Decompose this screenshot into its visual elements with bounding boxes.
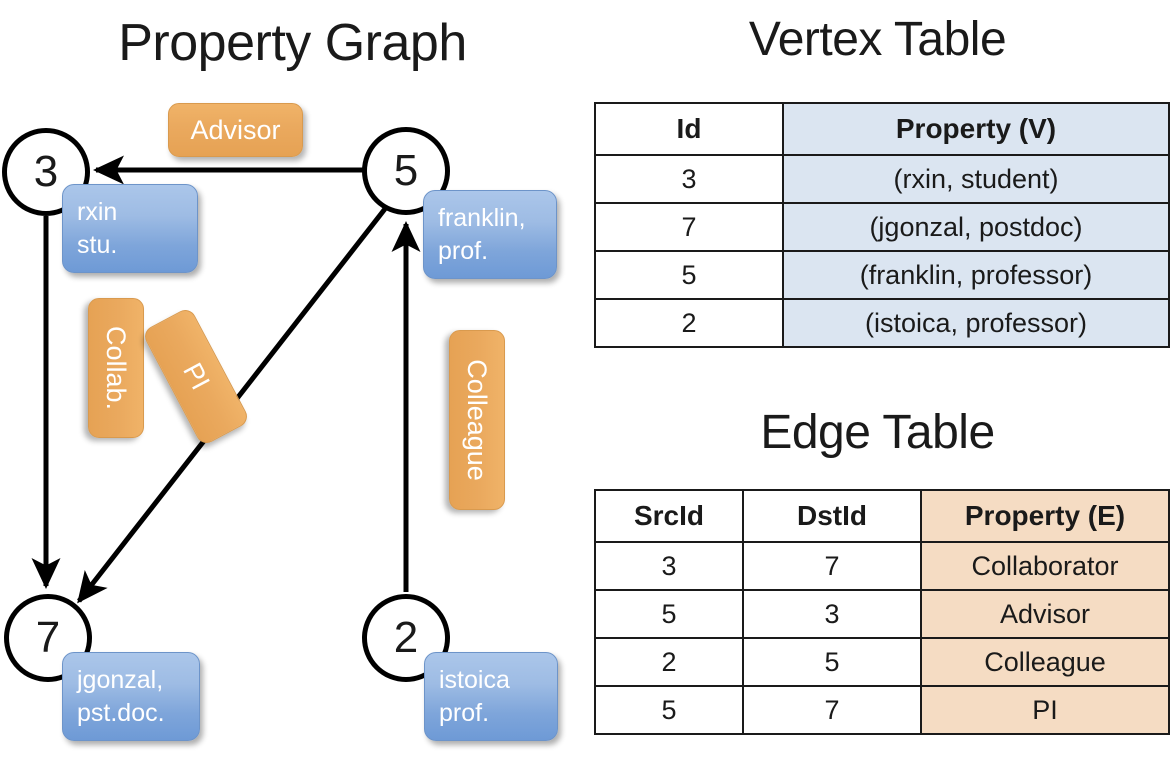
edge-label-colleague-text: Colleague: [462, 359, 493, 481]
graph-node-5-label: 5: [393, 146, 419, 195]
edge-table: SrcId DstId Property (E) 3 7 Collaborato…: [594, 489, 1170, 735]
table-row: 5 3 Advisor: [594, 589, 1170, 639]
vertex-row-2-id: 5: [594, 250, 784, 300]
node-property-rxin-line2: stu.: [77, 231, 118, 259]
edge-row-0-property: Collaborator: [920, 541, 1170, 591]
vertex-table-header-property: Property (V): [782, 102, 1170, 156]
edge-table-header-row: SrcId DstId Property (E): [594, 489, 1170, 543]
table-row: 3 (rxin, student): [594, 154, 1170, 204]
edge-row-0-dst: 7: [742, 541, 922, 591]
node-property-istoica-line2: prof.: [439, 699, 490, 727]
table-row: 3 7 Collaborator: [594, 541, 1170, 591]
graph-node-2[interactable]: 2: [362, 594, 450, 682]
edge-table-header-dstid: DstId: [742, 489, 922, 543]
edge-table-header-srcid: SrcId: [594, 489, 744, 543]
edge-row-2-dst: 5: [742, 637, 922, 687]
edge-label-colleague: Colleague: [449, 330, 505, 510]
vertex-row-1-property: (jgonzal, postdoc): [782, 202, 1170, 252]
vertex-row-1-id: 7: [594, 202, 784, 252]
vertex-row-3-id: 2: [594, 298, 784, 348]
table-row: 7 (jgonzal, postdoc): [594, 202, 1170, 252]
node-property-box-rxin: rxin stu.: [62, 184, 198, 273]
graph-node-7-label: 7: [35, 613, 61, 662]
graph-node-5[interactable]: 5: [362, 127, 450, 215]
graph-node-3-label: 3: [33, 147, 59, 196]
node-property-box-franklin: franklin, prof.: [423, 190, 557, 279]
node-property-jgonzal-line1: jgonzal,: [77, 666, 164, 694]
edge-row-3-dst: 7: [742, 685, 922, 735]
page-title-property-graph: Property Graph: [118, 14, 467, 72]
edge-row-1-dst: 3: [742, 589, 922, 639]
edge-row-2-property: Colleague: [920, 637, 1170, 687]
edge-row-3-property: PI: [920, 685, 1170, 735]
node-property-franklin-line2: prof.: [438, 237, 489, 265]
node-property-franklin-line1: franklin,: [438, 204, 526, 232]
node-property-rxin-line1: rxin: [77, 198, 118, 226]
vertex-table-header-id: Id: [594, 102, 784, 156]
vertex-row-0-property: (rxin, student): [782, 154, 1170, 204]
edge-row-1-src: 5: [594, 589, 744, 639]
edge-label-pi-text: PI: [177, 357, 216, 395]
table-row: 5 (franklin, professor): [594, 250, 1170, 300]
page-title-vertex-table: Vertex Table: [748, 13, 1007, 66]
edge-label-advisor: Advisor: [168, 103, 303, 157]
table-row: 2 (istoica, professor): [594, 298, 1170, 348]
node-property-box-istoica: istoica prof.: [424, 652, 558, 741]
table-row: 5 7 PI: [594, 685, 1170, 735]
vertex-table: Id Property (V) 3 (rxin, student) 7 (jgo…: [594, 102, 1170, 348]
edge-row-1-property: Advisor: [920, 589, 1170, 639]
property-graph-diagram: 3 5 7 2 rxin stu. franklin, prof. jgonza…: [2, 103, 558, 741]
node-property-istoica-line1: istoica: [439, 666, 510, 694]
edge-row-2-src: 2: [594, 637, 744, 687]
node-property-jgonzal-line2: pst.doc.: [77, 699, 165, 727]
edge-row-0-src: 3: [594, 541, 744, 591]
vertex-table-header-row: Id Property (V): [594, 102, 1170, 156]
edge-label-collab-text: Collab.: [101, 325, 132, 411]
vertex-row-0-id: 3: [594, 154, 784, 204]
node-property-box-jgonzal: jgonzal, pst.doc.: [62, 652, 200, 741]
edge-label-advisor-text: Advisor: [190, 114, 281, 145]
edge-row-3-src: 5: [594, 685, 744, 735]
vertex-row-2-property: (franklin, professor): [782, 250, 1170, 300]
vertex-row-3-property: (istoica, professor): [782, 298, 1170, 348]
graph-node-2-label: 2: [393, 613, 419, 662]
edge-label-collab: Collab.: [88, 298, 144, 438]
table-row: 2 5 Colleague: [594, 637, 1170, 687]
edge-table-header-property: Property (E): [920, 489, 1170, 543]
page-title-edge-table: Edge Table: [760, 406, 995, 459]
